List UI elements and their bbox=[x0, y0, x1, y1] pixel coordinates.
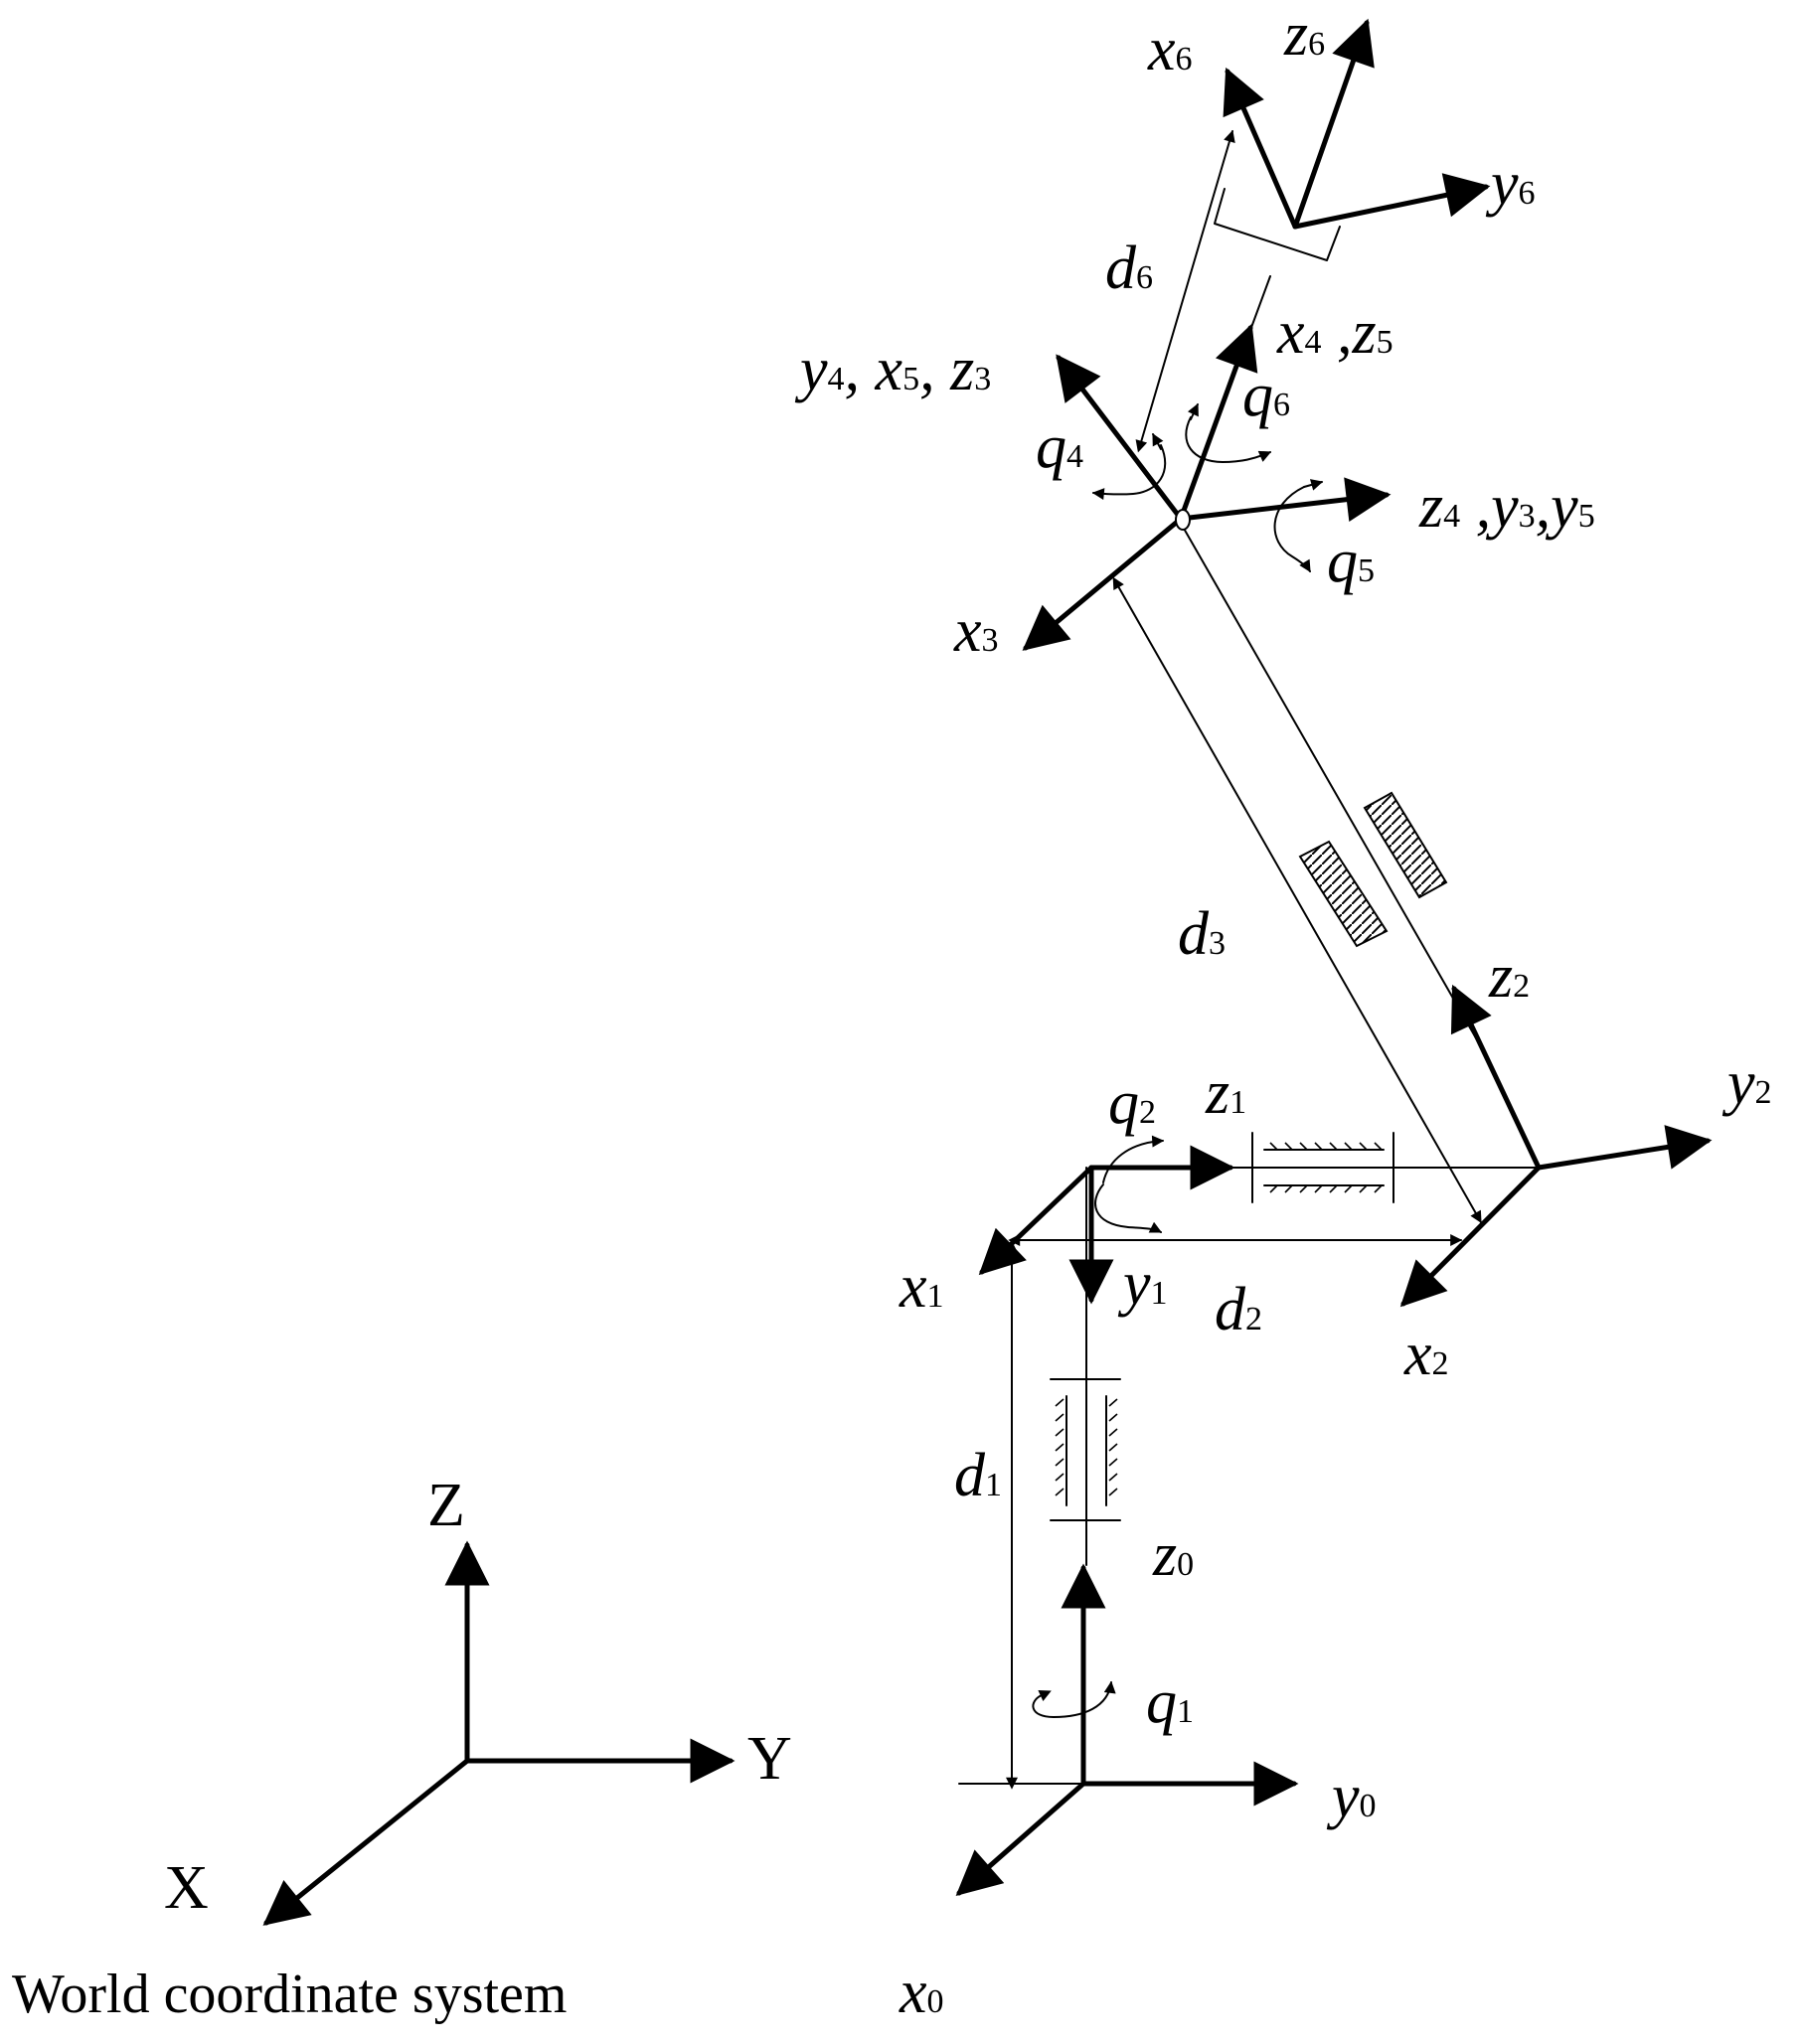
y6-axis bbox=[1292, 173, 1491, 230]
d6-dimension bbox=[1135, 129, 1235, 453]
label-d6: d6 bbox=[1105, 235, 1153, 302]
label-z1: z1 bbox=[1205, 1059, 1246, 1127]
label-x3: x3 bbox=[953, 597, 999, 665]
label-y6: y6 bbox=[1485, 150, 1536, 218]
wrist-center bbox=[1175, 509, 1191, 531]
world-y-label: Y bbox=[747, 1725, 792, 1793]
label-d2: d2 bbox=[1215, 1276, 1262, 1343]
q5-rotation-arrow bbox=[1273, 486, 1311, 573]
x0-axis bbox=[955, 1781, 1086, 1896]
label-q4: q4 bbox=[1036, 413, 1083, 481]
q4-rotation-arrow bbox=[1091, 444, 1167, 501]
q1-rotation-arrow bbox=[1032, 1680, 1116, 1718]
q4-rotation-tip bbox=[1152, 432, 1164, 450]
x6-axis bbox=[1223, 67, 1298, 230]
link-1 bbox=[1006, 1167, 1121, 1790]
wrist-frames bbox=[1022, 323, 1392, 651]
q2-rotation-upper bbox=[1102, 1135, 1165, 1183]
frame-2 bbox=[1399, 984, 1713, 1308]
frame-1 bbox=[978, 1135, 1235, 1305]
label-x1: x1 bbox=[899, 1253, 944, 1321]
x1-axis bbox=[978, 1165, 1094, 1276]
d3-dimension bbox=[1112, 576, 1482, 1224]
label-y0: y0 bbox=[1326, 1763, 1377, 1830]
world-z-label: Z bbox=[427, 1472, 465, 1539]
q5-rotation-tip bbox=[1303, 479, 1324, 491]
frame-0 bbox=[955, 1563, 1299, 1896]
x4-z5-axis bbox=[1178, 323, 1258, 522]
y4-x5-z3-axis bbox=[1056, 354, 1184, 522]
world-x-axis bbox=[262, 1758, 470, 1926]
label-y4-x5-z3: y4, x5, z3 bbox=[794, 336, 991, 403]
world-x-label: X bbox=[164, 1854, 209, 1922]
frame-6 bbox=[1135, 18, 1491, 453]
y2-axis bbox=[1536, 1125, 1713, 1171]
label-q5: q5 bbox=[1327, 528, 1375, 595]
joint-1-hatching bbox=[1055, 1398, 1118, 1496]
x3-axis bbox=[1022, 516, 1184, 651]
x2-axis bbox=[1399, 1165, 1542, 1308]
label-x4-z5: x4 ,z5 bbox=[1276, 299, 1393, 367]
world-frame: Z Y X World coordinate system bbox=[12, 1472, 792, 2025]
world-caption: World coordinate system bbox=[12, 1964, 567, 2025]
label-y2: y2 bbox=[1721, 1049, 1772, 1117]
link-3 bbox=[1112, 526, 1482, 1224]
label-z2: z2 bbox=[1488, 943, 1530, 1011]
label-d3: d3 bbox=[1178, 900, 1226, 968]
label-x0: x0 bbox=[899, 1959, 944, 2026]
z4-y3-y5-axis bbox=[1178, 477, 1392, 523]
label-d1: d1 bbox=[954, 1442, 1002, 1509]
link-3-line bbox=[1182, 526, 1480, 1044]
label-z0: z0 bbox=[1152, 1521, 1194, 1589]
q6-rotation-tip bbox=[1187, 402, 1199, 420]
labels: x6 z6 y6 d6 x4 ,z5 y4, x5, z3 q4 q6 z4 ,… bbox=[794, 1, 1772, 2026]
tool-stem bbox=[1248, 275, 1271, 334]
z6-axis bbox=[1292, 18, 1375, 230]
label-y1: y1 bbox=[1117, 1250, 1168, 1318]
joint-3-block-left bbox=[1298, 840, 1389, 948]
q2-rotation-lower bbox=[1094, 1183, 1163, 1233]
gripper-outline bbox=[1214, 188, 1341, 261]
label-x2: x2 bbox=[1403, 1321, 1449, 1388]
label-x6: x6 bbox=[1147, 16, 1193, 83]
label-z6: z6 bbox=[1283, 1, 1325, 69]
joint-3-block-right bbox=[1363, 791, 1448, 899]
label-q2: q2 bbox=[1108, 1069, 1156, 1137]
label-z4-y3-y5: z4 ,y3,y5 bbox=[1418, 473, 1595, 541]
label-q1: q1 bbox=[1146, 1668, 1194, 1736]
z2-axis bbox=[1450, 984, 1542, 1171]
label-q6: q6 bbox=[1242, 362, 1290, 429]
